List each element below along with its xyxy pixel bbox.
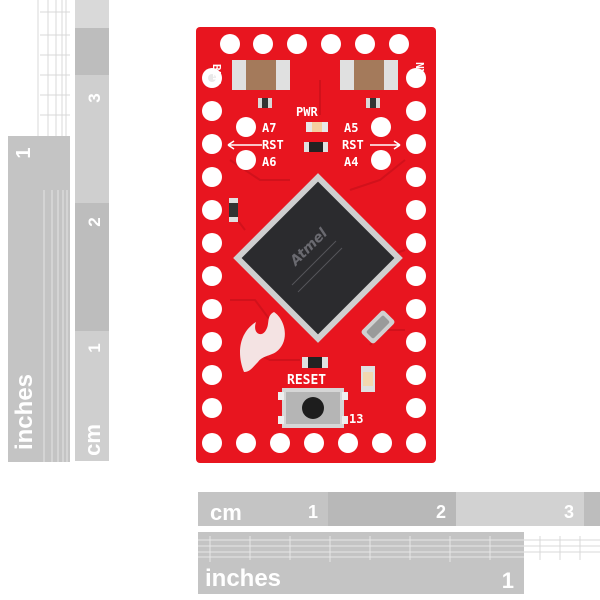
- cm-number-3: 3: [85, 93, 104, 102]
- reset-button: [278, 388, 348, 428]
- inch-label: inches: [11, 374, 38, 450]
- top-pin-row: [220, 34, 409, 54]
- h-inch-label: inches: [205, 565, 281, 592]
- silkscreen-labels: BLK GRN PWR A7 A5 RST RST A6 A4 RESET 13: [210, 62, 427, 426]
- cm-number-1: 1: [85, 343, 104, 352]
- crystal: [361, 310, 395, 344]
- right-pin-column: [406, 68, 426, 418]
- inch-ticks-bottom: [43, 190, 68, 462]
- rst-right-arrow: [370, 140, 401, 150]
- cm-label: cm: [80, 424, 105, 456]
- h-inch-ticks-right: [524, 536, 600, 560]
- h-inch-number-1: 1: [502, 568, 514, 593]
- cm-number-2: 2: [85, 217, 104, 226]
- inner-analog-pads: [236, 117, 391, 170]
- h-inch-ticks: [198, 536, 524, 562]
- bottom-pin-row: [202, 433, 426, 453]
- vertical-ruler: 3 2 1 cm 1 inches: [8, 0, 109, 462]
- h-cm-label: cm: [210, 500, 242, 525]
- label-a4: A4: [344, 155, 358, 169]
- label-a7: A7: [262, 121, 276, 135]
- label-rst-right: RST: [342, 138, 364, 152]
- left-pin-column: [202, 68, 222, 418]
- rst-left-arrow: [227, 140, 262, 150]
- label-a5: A5: [344, 121, 358, 135]
- sparkfun-flame-logo: [240, 312, 285, 372]
- h-cm-number-1: 1: [308, 502, 318, 522]
- capacitor-right: [340, 60, 398, 90]
- label-13: 13: [349, 412, 363, 426]
- h-cm-number-3: 3: [564, 502, 574, 522]
- label-reset: RESET: [287, 373, 326, 388]
- chip-text-lines: [291, 240, 343, 293]
- label-a6: A6: [262, 155, 276, 169]
- smd-components: [229, 98, 395, 392]
- inch-ticks-top: [37, 0, 70, 136]
- label-blk: BLK: [210, 64, 223, 84]
- inch-number-1: 1: [13, 147, 35, 158]
- horizontal-ruler: cm 1 2 3 inches 1: [198, 492, 600, 594]
- label-grn: GRN: [414, 62, 427, 82]
- label-rst-left: RST: [262, 138, 284, 152]
- capacitor-left: [232, 60, 290, 90]
- h-cm-number-2: 2: [436, 502, 446, 522]
- label-pwr: PWR: [296, 105, 318, 119]
